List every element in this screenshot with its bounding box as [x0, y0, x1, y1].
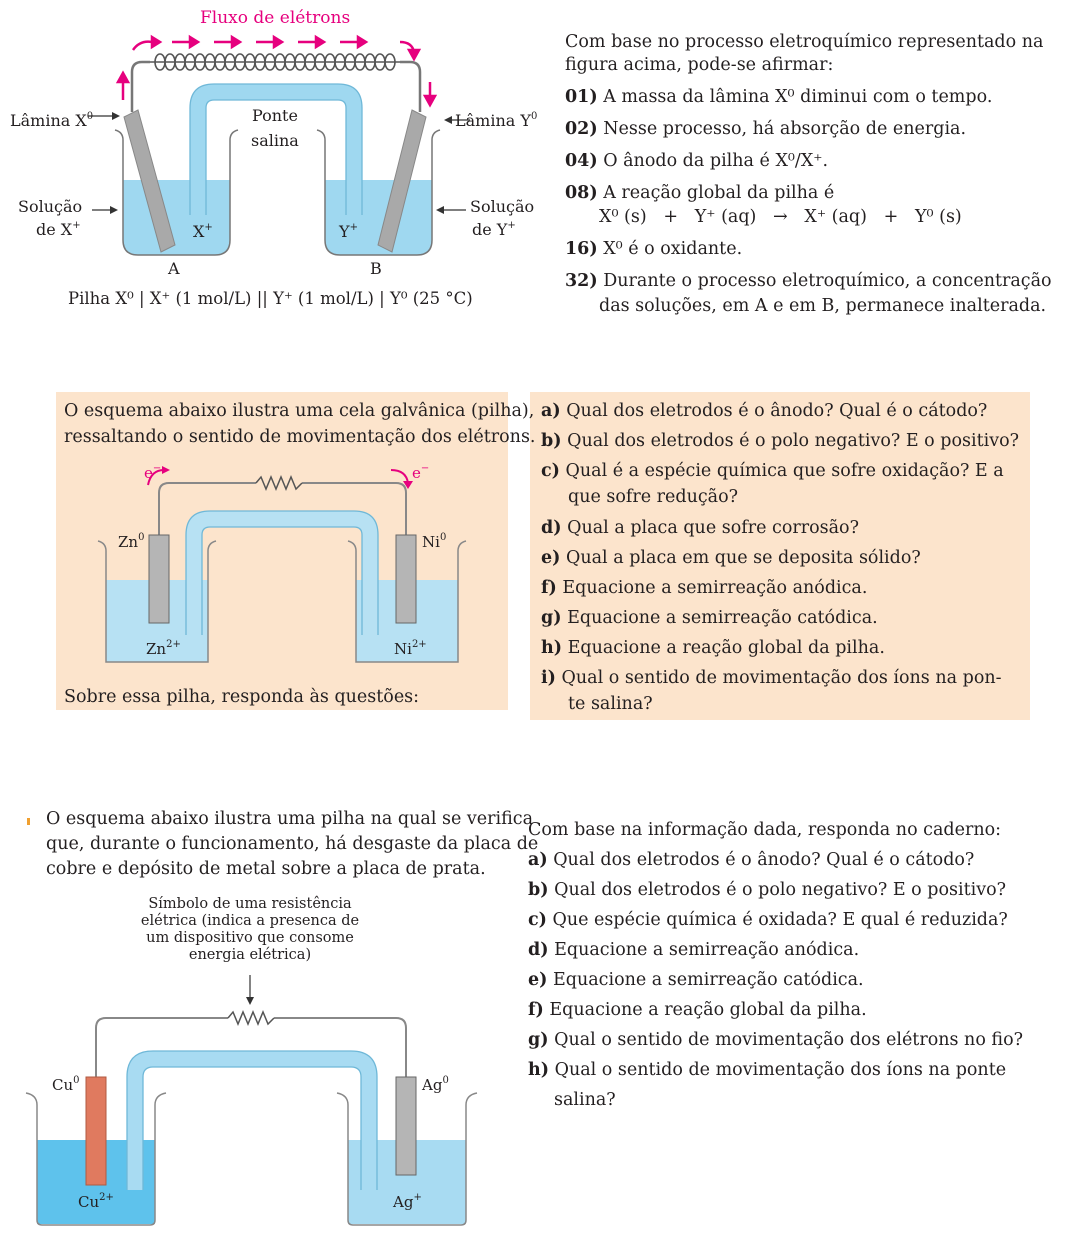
de-x-label: de X+ — [36, 220, 81, 239]
q2-item-f: f) Equacione a semirreação anódica. — [541, 578, 868, 598]
de-y-label: de Y+ — [472, 220, 516, 239]
resistor-note-line2: elétrica (indica a presenca de — [140, 913, 360, 929]
q1-item-32-cont: das soluções, em A e em B, permanece ina… — [599, 296, 1047, 316]
q2-item-c-cont: que sofre redução? — [568, 487, 739, 507]
beaker-a — [114, 129, 239, 256]
wire-left — [130, 60, 150, 112]
q1-item-32: 32) Durante o processo eletroquímico, a … — [565, 271, 1052, 291]
q1-item-08-equation: X⁰ (s) + Y⁺ (aq) → X⁺ (aq) + Y⁰ (s) — [599, 207, 962, 227]
beaker-b-label: B — [370, 259, 382, 278]
bullet-marker — [27, 818, 30, 825]
e-right-label: e− — [412, 463, 430, 483]
electron-arrow-left — [162, 466, 170, 474]
electron-flow-arrows — [115, 34, 438, 108]
zn-ni-cell-diagram — [97, 466, 467, 663]
q1-item-01: 01) A massa da lâmina X⁰ diminui com o t… — [565, 87, 993, 107]
q2-item-h: h) Equacione a reação global da pilha. — [541, 638, 885, 658]
resistor-symbol — [255, 475, 303, 491]
ni0-label: Ni0 — [422, 532, 447, 552]
q3-item-f: f) Equacione a reação global da pilha. — [528, 1000, 867, 1020]
q3-item-a: a) Qual dos eletrodos é o ânodo? Qual é … — [528, 850, 975, 870]
question-2-right-panel — [530, 392, 1030, 720]
q2-item-b: b) Qual dos eletrodos é o polo negativo?… — [541, 431, 1020, 451]
cu0-label: Cu0 — [52, 1075, 80, 1095]
cu2-label: Cu2+ — [78, 1192, 114, 1212]
wire-right — [400, 60, 422, 112]
zn-plate — [148, 534, 170, 624]
q3-intro-line3: cobre e depósito de metal sobre a placa … — [46, 859, 486, 879]
q3-item-d: d) Equacione a semirreação anódica. — [528, 940, 860, 960]
solucao-right-label: Solução — [470, 197, 535, 216]
q2-item-a: a) Qual dos eletrodos é o ânodo? Qual é … — [541, 401, 988, 421]
q1-item-08: 08) A reação global da pilha é — [565, 183, 835, 203]
solucao-left-label: Solução — [18, 197, 83, 216]
q2-intro-line1: O esquema abaixo ilustra uma cela galvân… — [64, 401, 535, 421]
q3-item-b: b) Qual dos eletrodos é o polo negativo?… — [528, 880, 1007, 900]
salt-bridge-2 — [186, 511, 378, 635]
ag1-label: Ag+ — [393, 1192, 422, 1212]
q2-item-c: c) Qual é a espécie química que sofre ox… — [541, 461, 1004, 481]
q2-intro-line2: ressaltando o sentido de movimentação do… — [64, 427, 536, 447]
q1-intro-line1: Com base no processo eletroquímico repre… — [565, 32, 1044, 52]
plate-x — [123, 109, 176, 253]
cu-plate — [85, 1076, 107, 1186]
q3-item-h: h) Qual o sentido de movimentação dos ío… — [528, 1060, 1007, 1080]
q2-item-i-cont: te salina? — [568, 694, 653, 714]
x-ion-label: X+ — [193, 222, 213, 241]
q1-item-16: 16) X⁰ é o oxidante. — [565, 239, 743, 259]
q3-item-g: g) Qual o sentido de movimentação dos el… — [528, 1030, 1024, 1050]
galvanic-cell-diagram-1 — [88, 34, 470, 256]
q2-item-e: e) Qual a placa em que se deposita sólid… — [541, 548, 921, 568]
beaker-a-label: A — [168, 259, 180, 278]
resistor-note-line1: Símbolo de uma resistência — [148, 896, 352, 912]
plate-y — [377, 109, 427, 253]
y-ion-label: Y+ — [339, 222, 358, 241]
q1-item-02: 02) Nesse processo, há absorção de energ… — [565, 119, 967, 139]
q2-item-d: d) Qual a placa que sofre corrosão? — [541, 518, 859, 538]
e-left-label: e− — [144, 463, 162, 483]
q3-item-h-cont: salina? — [554, 1090, 616, 1110]
resistor-note-line3: um dispositivo que consome — [146, 930, 354, 946]
q1-intro-line2: figura acima, pode-se afirmar: — [565, 55, 834, 75]
ponte-label: Ponte — [252, 106, 298, 125]
lamina-x-label: Lâmina X0 — [10, 111, 94, 130]
electron-arrow-right — [403, 481, 413, 489]
q1-item-04: 04) O ânodo da pilha é X⁰/X⁺. — [565, 151, 829, 171]
q3-item-c: c) Que espécie química é oxidada? E qual… — [528, 910, 1008, 930]
resistor-note: Símbolo de uma resistência elétrica (ind… — [100, 896, 400, 964]
ni2-label: Ni2+ — [394, 639, 427, 659]
ni-plate — [395, 534, 417, 624]
ag-plate — [395, 1076, 417, 1176]
pointer-arrow — [246, 997, 254, 1005]
beaker-b — [316, 129, 441, 256]
ag0-label: Ag0 — [422, 1075, 449, 1095]
q3-heading: Com base na informação dada, responda no… — [528, 820, 1002, 840]
q3-intro-line2: que, durante o funcionamento, há desgast… — [46, 834, 539, 854]
salt-bridge-3 — [127, 1051, 377, 1190]
q3-intro-line1: O esquema abaixo ilustra uma pilha na qu… — [46, 809, 534, 829]
q3-item-e: e) Equacione a semirreação catódica. — [528, 970, 864, 990]
solution-a — [123, 180, 230, 255]
resistor-note-line4: energia elétrica) — [188, 947, 312, 963]
lamina-y-label: Lâmina Y0 — [455, 111, 538, 130]
q2-item-i: i) Qual o sentido de movimentação dos ío… — [541, 668, 1002, 688]
zn0-label: Zn0 — [118, 532, 145, 552]
cu-ag-cell-diagram — [25, 975, 478, 1226]
coil-resistor — [150, 53, 400, 71]
q2-footer: Sobre essa pilha, responda às questões: — [64, 687, 420, 707]
cell-notation-caption: Pilha X⁰ | X⁺ (1 mol/L) || Y⁺ (1 mol/L) … — [68, 289, 473, 308]
salina-label: salina — [251, 131, 299, 150]
electron-flow-label: Fluxo de elétrons — [200, 8, 351, 28]
zn2-label: Zn2+ — [146, 639, 181, 659]
resistor-symbol-2 — [227, 1010, 275, 1026]
salt-bridge — [190, 84, 362, 215]
q2-item-g: g) Equacione a semirreação catódica. — [541, 608, 878, 628]
